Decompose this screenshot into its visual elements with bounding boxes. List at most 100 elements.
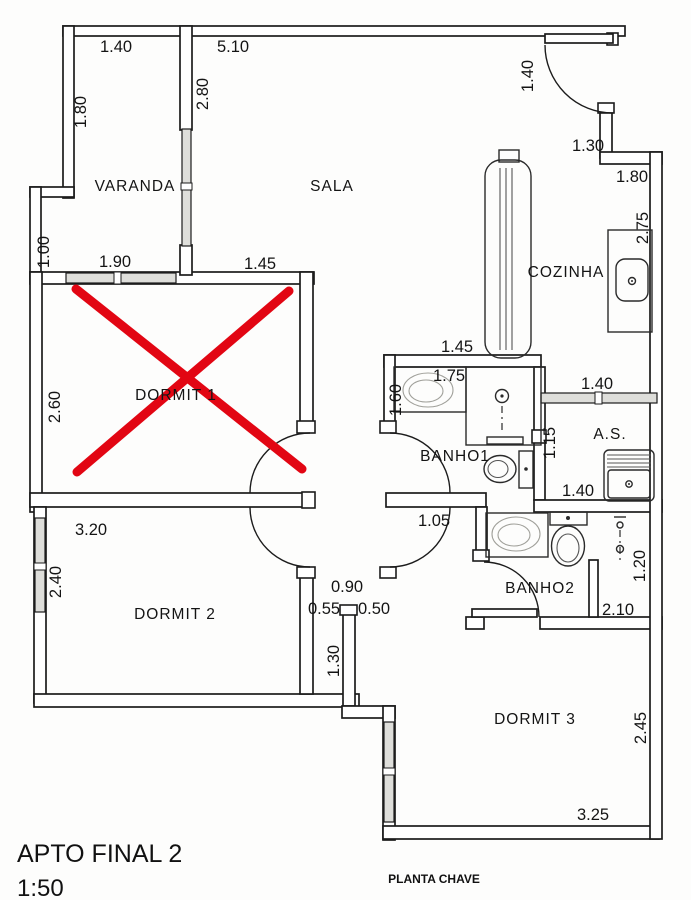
laundry-tank-symbol — [603, 449, 655, 502]
banho1-basin-inner — [408, 379, 444, 403]
red-cross-annotation — [71, 284, 307, 477]
dim-label: 1.60 — [387, 384, 405, 416]
title-block: APTO FINAL 2 1:50 PLANTA CHAVE — [17, 840, 480, 900]
dim-label: 1.80 — [72, 96, 90, 128]
dim-label: 0.55 — [308, 600, 340, 618]
dim-label: 1.40 — [562, 482, 594, 500]
room-label-banho1: BANHO1 — [420, 448, 490, 465]
dimension-labels: 1.40 5.10 1.80 2.80 1.40 1.30 1.80 2.75 … — [35, 38, 652, 824]
banho2-counter — [485, 512, 549, 558]
wall-dormit2-bottom — [33, 693, 360, 708]
dim-label: 1.40 — [100, 38, 132, 56]
wall-dormit2-east — [299, 574, 314, 695]
toilet-flush-dot — [524, 467, 528, 471]
dim-label: 2.60 — [46, 391, 64, 423]
dim-label: 1.45 — [244, 255, 276, 273]
wall-varanda-sala-divider — [179, 25, 193, 131]
wall-corridor-divider — [342, 608, 356, 707]
duct-shaft-symbol — [484, 149, 532, 359]
room-label-banho2: BANHO2 — [505, 580, 575, 597]
shower-threshold — [486, 436, 524, 445]
shaft-cap — [498, 149, 520, 163]
banho2-shower-head-icon — [616, 521, 624, 529]
wall-outer-top — [62, 25, 626, 37]
door-jambs — [296, 32, 619, 616]
entrance-door-arc — [544, 44, 614, 114]
jamb-corridor-top — [339, 604, 358, 616]
dim-label: 5.10 — [217, 38, 249, 56]
plan-caption: PLANTA CHAVE — [388, 872, 480, 886]
walls — [29, 25, 663, 841]
banho1-door-arc — [389, 432, 451, 494]
tank-drain-icon — [625, 480, 633, 488]
kitchen-counter-symbol — [607, 229, 653, 333]
dim-label: 1.45 — [441, 338, 473, 356]
wall-banho1-north — [383, 354, 542, 368]
wall-varanda-left — [62, 25, 75, 199]
wall-banho2-shower-divider — [588, 559, 599, 618]
banho2-basin-symbol — [491, 516, 541, 552]
dim-label: 2.75 — [634, 212, 652, 244]
banho1-shower-stall — [465, 366, 542, 446]
dim-label: 0.50 — [358, 600, 390, 618]
banho2-door-leaf — [471, 608, 538, 618]
window-mullion — [180, 182, 193, 191]
dim-label: 1.15 — [541, 427, 559, 459]
wall-varanda-sala-stub — [179, 244, 193, 276]
dim-label: 0.90 — [331, 578, 363, 596]
dim-label: 3.20 — [75, 521, 107, 539]
jamb-hall-ne — [379, 420, 397, 434]
room-labels: VARANDA SALA COZINHA DORMIT 1 BANHO1 A.S… — [95, 178, 626, 728]
wall-dormit1-dormit2-divider — [29, 492, 315, 508]
wall-dormit3-north-west — [465, 616, 485, 630]
banho1-toilet-symbol — [483, 454, 517, 484]
shower-head-dot — [500, 394, 504, 398]
banho2-drain-icon — [615, 544, 625, 554]
banho2-basin-inner — [497, 523, 531, 547]
counter — [607, 229, 653, 333]
sink-drain-icon — [627, 276, 637, 286]
kitchen-sink-symbol — [615, 258, 649, 302]
room-label-sala: SALA — [310, 178, 354, 195]
windows — [33, 128, 658, 823]
doors — [249, 33, 614, 618]
window-mullion — [33, 562, 47, 571]
window-mullion — [594, 391, 603, 405]
tank-outer — [603, 449, 655, 502]
dim-label: 3.25 — [577, 806, 609, 824]
dim-label: 1.20 — [631, 550, 649, 582]
dim-label: 1.00 — [35, 236, 53, 268]
jamb-as-door — [531, 429, 547, 444]
jamb-hall-nw — [296, 420, 316, 434]
jamb-banho2-stub — [472, 549, 490, 562]
window-mullion — [382, 767, 396, 776]
cross-line-2 — [72, 286, 294, 477]
room-label-dormit3: DORMIT 3 — [494, 711, 576, 728]
shaft-body — [484, 159, 532, 359]
entrance-door-leaf — [544, 33, 614, 44]
wall-as-bottom — [533, 499, 663, 513]
banho2-door-arc — [483, 561, 540, 618]
plan-scale: 1:50 — [17, 875, 64, 900]
room-label-dormit1: DORMIT 1 — [135, 387, 217, 404]
wall-banho1-bottom — [385, 492, 487, 508]
room-label-varanda: VARANDA — [95, 178, 176, 195]
dim-label: 2.45 — [632, 712, 650, 744]
jamb-hall-se — [379, 566, 397, 579]
plan-title: APTO FINAL 2 — [17, 840, 182, 868]
hall-corridor-door-arc — [389, 506, 451, 568]
sink-drain-dot — [631, 280, 633, 282]
room-label-cozinha: COZINHA — [528, 264, 605, 281]
tank-drain-dot — [628, 483, 630, 485]
dim-label: 1.30 — [325, 645, 343, 677]
window-mullion — [113, 271, 122, 285]
shower-head-icon — [494, 388, 510, 404]
tank-basin — [607, 469, 651, 499]
banho1-toilet-tank — [518, 450, 534, 489]
dim-label: 1.90 — [99, 253, 131, 271]
banho2-fixtures — [485, 511, 626, 567]
dormit2-door-arc — [249, 506, 311, 568]
banho1-basin-symbol — [402, 372, 454, 408]
